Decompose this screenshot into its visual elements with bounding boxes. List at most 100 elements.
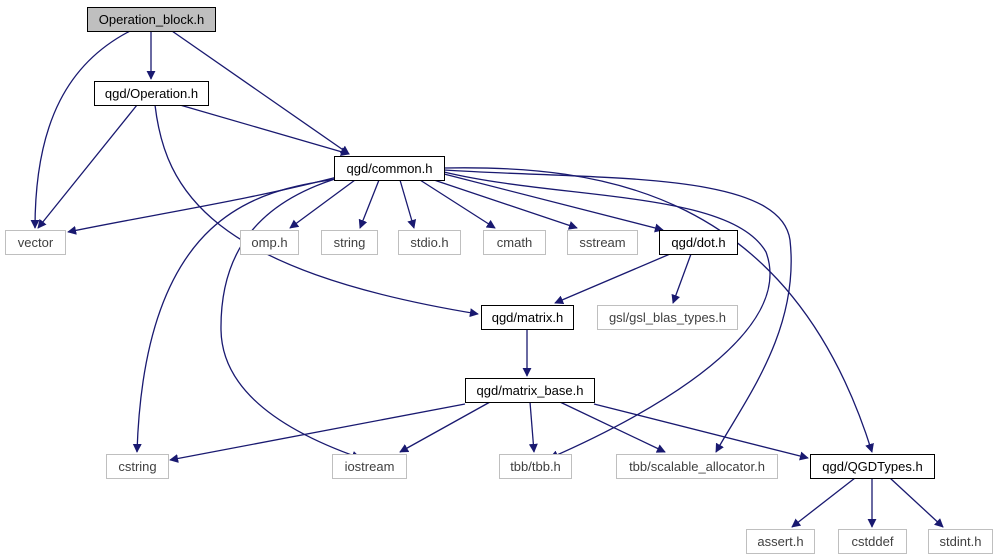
node-label: assert.h	[757, 534, 803, 549]
node-stdint: stdint.h	[928, 529, 993, 554]
node-box	[483, 230, 546, 255]
node-box	[321, 230, 378, 255]
node-label: qgd/matrix_base.h	[477, 383, 584, 398]
node-operation-block[interactable]: Operation_block.h	[87, 7, 216, 32]
edge-qgd_operation-to-vector	[37, 104, 138, 229]
edge-qgd_dot-to-gsl_blas	[671, 253, 692, 304]
node-box	[398, 230, 461, 255]
node-gsl-blas: gsl/gsl_blas_types.h	[597, 305, 738, 330]
edge-qgd_matrix_base-to-qgd_types	[593, 403, 809, 461]
node-label: cstring	[118, 459, 156, 474]
edge-line	[593, 403, 809, 461]
node-label: sstream	[579, 235, 625, 250]
node-cmath: cmath	[483, 230, 546, 255]
node-qgd-operation[interactable]: qgd/Operation.h	[94, 81, 209, 106]
node-box	[838, 529, 907, 554]
edge-qgd_types-to-stdint	[889, 477, 944, 528]
node-label: Operation_block.h	[99, 12, 205, 27]
edge-qgd_common-to-qgd_types	[443, 167, 874, 453]
node-box	[810, 454, 935, 479]
edge-qgd_common-to-qgd_dot	[443, 173, 664, 233]
node-label: tbb/tbb.h	[510, 459, 561, 474]
node-tbb: tbb/tbb.h	[499, 454, 572, 479]
edge-qgd_types-to-assert	[791, 477, 856, 528]
node-cstring: cstring	[106, 454, 169, 479]
node-box	[5, 230, 66, 255]
edge-qgd_matrix_base-to-cstring	[169, 403, 466, 463]
node-box	[567, 230, 638, 255]
node-cstddef: cstddef	[838, 529, 907, 554]
node-box	[465, 378, 595, 403]
node-label: string	[334, 235, 366, 250]
node-label: gsl/gsl_blas_types.h	[609, 310, 726, 325]
edge-line	[528, 401, 538, 453]
edge-qgd_operation-to-qgd_common	[179, 104, 350, 157]
edge-line	[419, 179, 496, 229]
edge-line	[443, 173, 664, 233]
edge-line	[791, 477, 856, 528]
edge-qgd_matrix_base-to-tbb_scalable	[559, 401, 666, 453]
node-box	[240, 230, 299, 255]
node-box	[334, 156, 445, 181]
edge-qgd_common-to-omp	[289, 179, 356, 229]
node-label: iostream	[345, 459, 395, 474]
node-label: qgd/matrix.h	[492, 310, 564, 325]
node-qgd-common[interactable]: qgd/common.h	[334, 156, 445, 181]
edge-line	[889, 477, 944, 528]
node-label: qgd/common.h	[347, 161, 433, 176]
node-qgd-dot[interactable]: qgd/dot.h	[659, 230, 738, 255]
node-box	[616, 454, 778, 479]
node-box	[597, 305, 738, 330]
edge-line	[171, 30, 350, 155]
node-label: qgd/QGDTypes.h	[822, 459, 922, 474]
edge-line	[399, 401, 491, 453]
edge-line	[559, 401, 666, 453]
edge-qgd_common-to-string	[358, 179, 380, 229]
node-iostream: iostream	[332, 454, 407, 479]
edges-layer	[30, 30, 944, 528]
edge-line	[443, 167, 874, 453]
edge-line	[433, 179, 578, 230]
edge-qgd_common-to-vector	[67, 174, 346, 235]
node-label: stdio.h	[410, 235, 448, 250]
node-assert: assert.h	[746, 529, 815, 554]
edge-line	[169, 403, 466, 463]
node-box	[746, 529, 815, 554]
node-box	[87, 7, 216, 32]
node-omp: omp.h	[240, 230, 299, 255]
node-label: stdint.h	[940, 534, 982, 549]
edge-line	[179, 104, 350, 157]
node-box	[928, 529, 993, 554]
node-qgd-matrix-base[interactable]: qgd/matrix_base.h	[465, 378, 595, 403]
node-label: qgd/Operation.h	[105, 86, 198, 101]
edge-line	[132, 177, 343, 453]
edge-line	[67, 174, 346, 235]
edge-qgd_common-to-cmath	[419, 179, 496, 229]
node-label: tbb/scalable_allocator.h	[629, 459, 765, 474]
edge-qgd_dot-to-qgd_matrix	[554, 253, 671, 304]
node-string: string	[321, 230, 378, 255]
edge-line	[37, 104, 138, 229]
node-label: cstddef	[852, 534, 894, 549]
edge-line	[220, 175, 361, 460]
node-box	[106, 454, 169, 479]
edge-line	[358, 179, 380, 229]
edge-qgd_common-to-stdio	[399, 179, 417, 229]
node-label: vector	[18, 235, 54, 250]
edge-line	[671, 253, 692, 304]
node-box	[481, 305, 574, 330]
node-tbb-scalable: tbb/scalable_allocator.h	[616, 454, 778, 479]
edge-operation_block-to-vector	[30, 30, 131, 229]
edge-qgd_common-to-sstream	[433, 179, 578, 230]
edge-qgd_matrix_base-to-iostream	[399, 401, 491, 453]
node-box	[332, 454, 407, 479]
node-label: cmath	[497, 235, 532, 250]
edge-qgd_matrix_base-to-tbb	[528, 401, 538, 453]
node-qgd-types[interactable]: qgd/QGDTypes.h	[810, 454, 935, 479]
edge-line	[554, 253, 671, 304]
edge-line	[289, 179, 356, 229]
node-box	[94, 81, 209, 106]
node-qgd-matrix[interactable]: qgd/matrix.h	[481, 305, 574, 330]
edge-line	[154, 104, 479, 318]
